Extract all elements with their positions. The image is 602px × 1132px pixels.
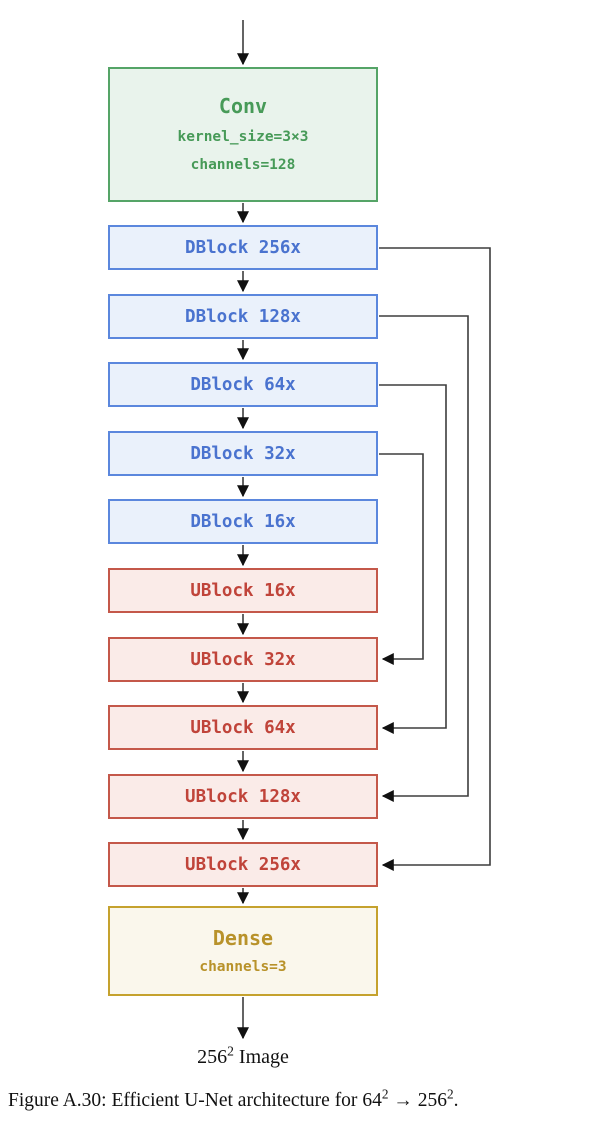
node-ublock-256x-label: UBlock 256x — [185, 854, 301, 875]
node-dblock-256x-label: DBlock 256x — [185, 237, 301, 258]
output-image-suffix: Image — [233, 1046, 289, 1068]
node-ublock-16x-label: UBlock 16x — [190, 580, 296, 601]
node-conv-kernel: kernel_size=3×3 — [177, 129, 309, 146]
node-dblock-16x-label: DBlock 16x — [190, 511, 296, 532]
node-ublock-32x-label: UBlock 32x — [190, 649, 296, 670]
node-dblock-128x-label: DBlock 128x — [185, 306, 301, 327]
node-dblock-16x: DBlock 16x — [108, 499, 378, 544]
node-conv-channels: channels=128 — [190, 157, 296, 173]
node-dblock-128x: DBlock 128x — [108, 294, 378, 339]
node-ublock-128x: UBlock 128x — [108, 774, 378, 819]
node-ublock-256x: UBlock 256x — [108, 842, 378, 887]
node-conv-title: Conv — [218, 94, 268, 119]
node-ublock-64x: UBlock 64x — [108, 705, 378, 750]
figure-caption: Figure A.30: Efficient U-Net architectur… — [8, 1086, 598, 1112]
skip-connection-64 — [379, 384, 447, 734]
node-ublock-16x: UBlock 16x — [108, 568, 378, 613]
skip-connection-128 — [379, 315, 469, 802]
caption-period: . — [453, 1090, 459, 1111]
node-dblock-32x: DBlock 32x — [108, 431, 378, 476]
node-dense: Dense channels=3 — [108, 906, 378, 996]
output-image-exponent: 2 — [227, 1043, 234, 1059]
caption-arrow: → — [388, 1090, 418, 1111]
output-image-size: 256 — [197, 1046, 228, 1068]
skip-connection-256 — [379, 247, 491, 871]
node-dense-channels: channels=3 — [199, 958, 287, 975]
caption-to-exponent: 2 — [446, 1086, 454, 1102]
node-dblock-64x: DBlock 64x — [108, 362, 378, 407]
caption-from-exponent: 2 — [381, 1086, 389, 1102]
output-image-label: 2562 Image — [108, 1043, 378, 1069]
node-dense-title: Dense — [212, 925, 274, 950]
node-ublock-32x: UBlock 32x — [108, 637, 378, 682]
node-ublock-128x-label: UBlock 128x — [185, 786, 301, 807]
caption-from-resolution: 64 — [362, 1090, 382, 1111]
caption-prefix: Figure A.30: Efficient U-Net architectur… — [8, 1090, 363, 1111]
node-dblock-256x: DBlock 256x — [108, 225, 378, 270]
node-dblock-64x-label: DBlock 64x — [190, 374, 296, 395]
skip-connection-32 — [379, 453, 424, 665]
caption-to-resolution: 256 — [417, 1090, 447, 1111]
node-conv: Conv kernel_size=3×3 channels=128 — [108, 67, 378, 202]
node-ublock-64x-label: UBlock 64x — [190, 717, 296, 738]
node-dblock-32x-label: DBlock 32x — [190, 443, 296, 464]
